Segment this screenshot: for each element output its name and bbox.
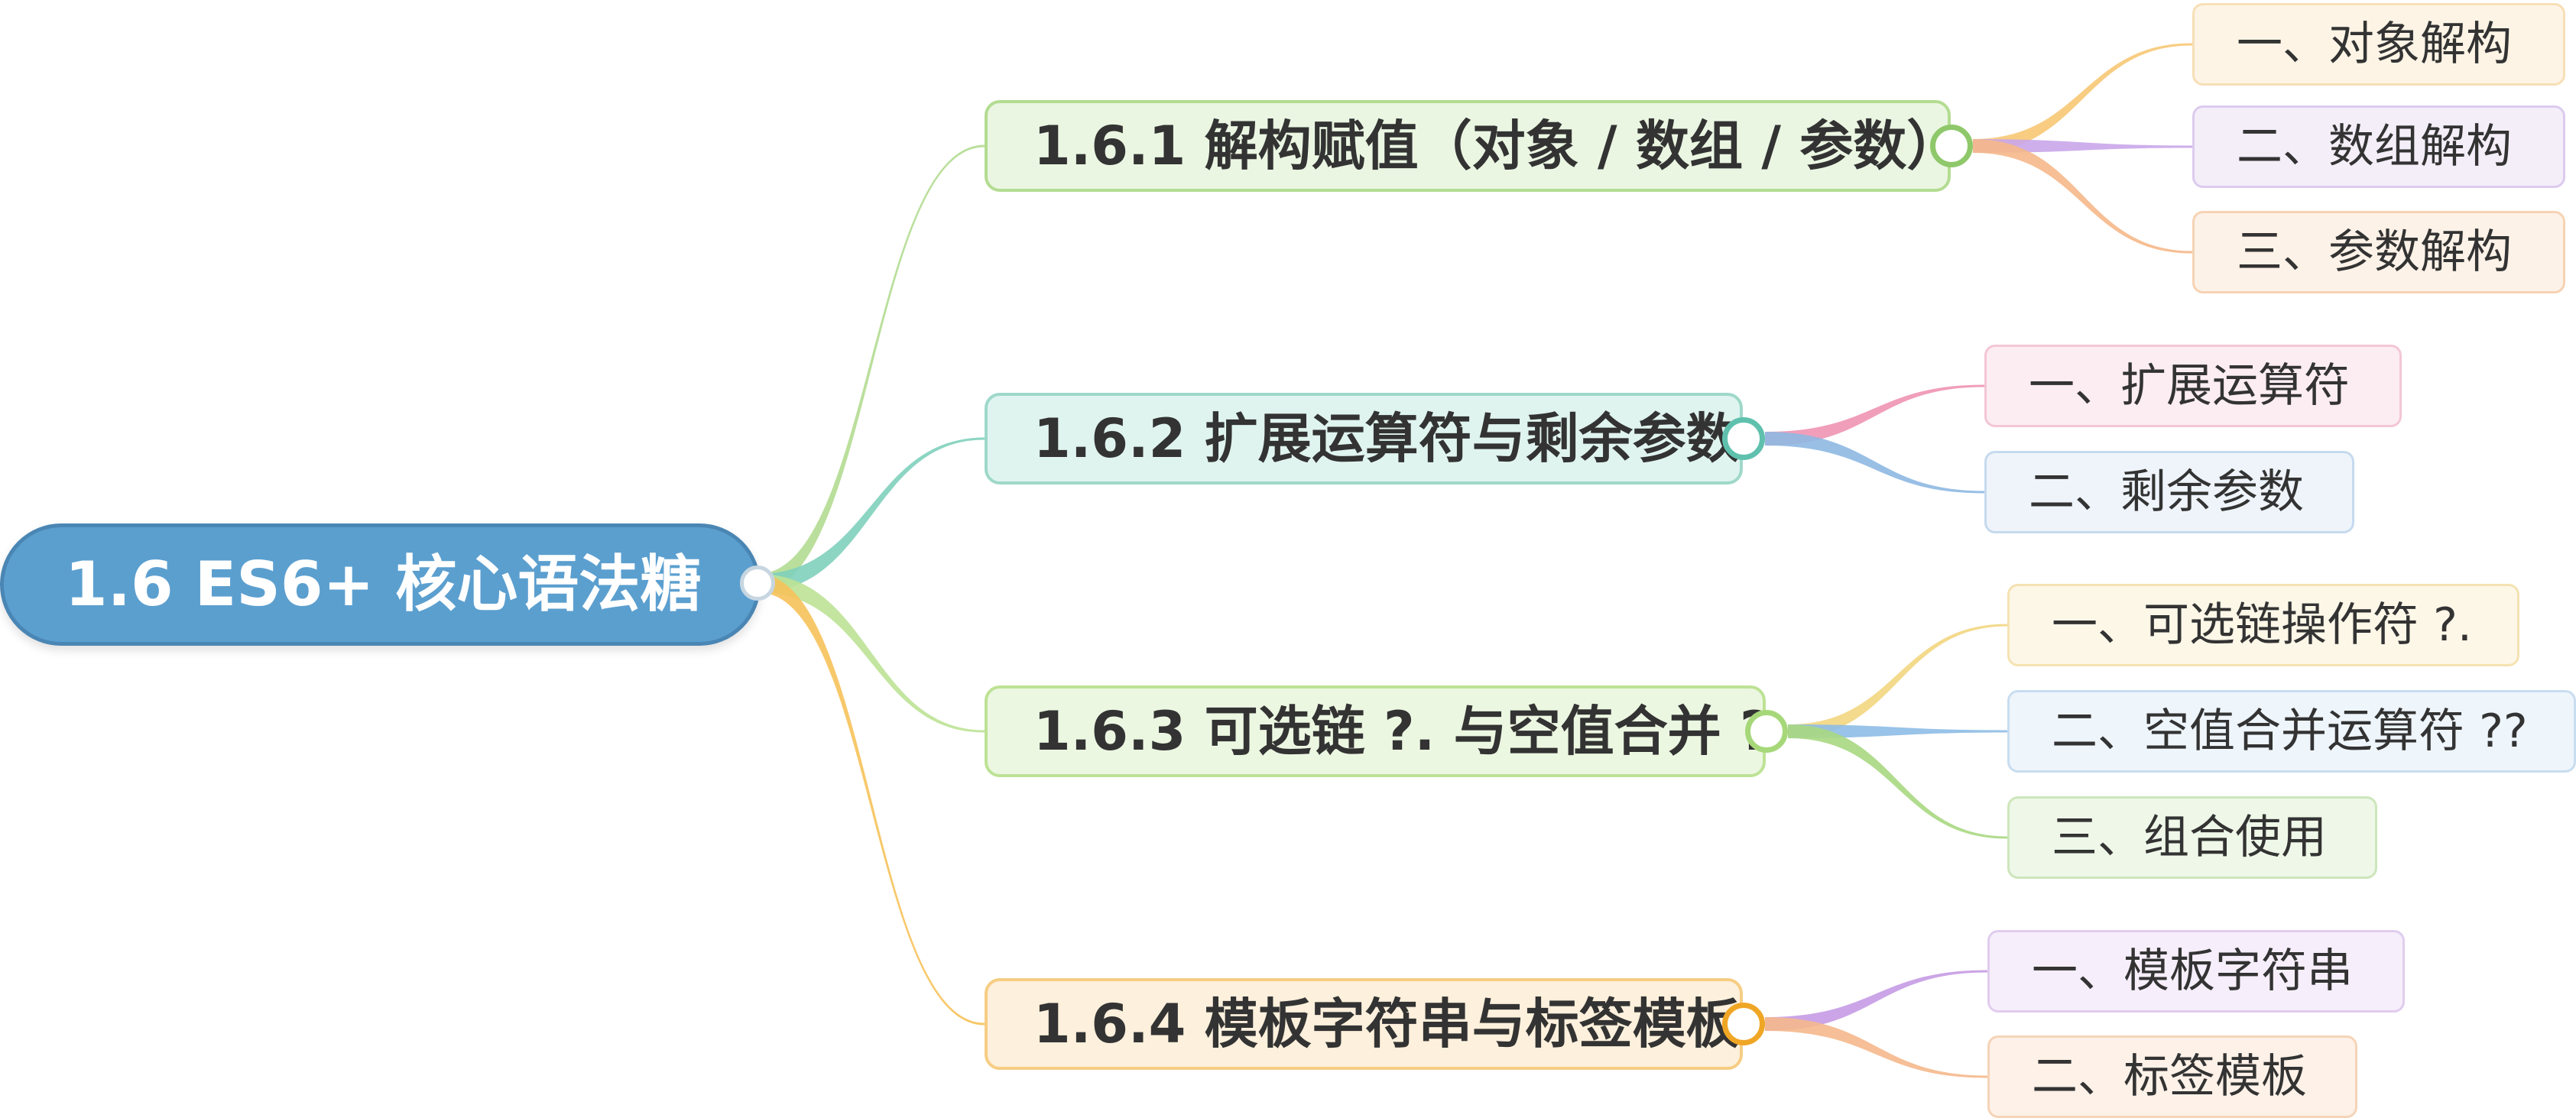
leaf-topic[interactable]: 二、剩余参数 <box>1984 451 2354 533</box>
root-collapse-handle[interactable] <box>740 565 775 601</box>
branch-connector <box>758 574 985 733</box>
leaf-topic[interactable]: 一、扩展运算符 <box>1984 345 2402 427</box>
branch-topic-destructuring[interactable]: 1.6.1 解构赋值（对象 / 数组 / 参数） <box>985 100 1951 192</box>
branch-connector <box>758 144 985 592</box>
branch-topic-spread-rest[interactable]: 1.6.2 扩展运算符与剩余参数 <box>985 393 1743 484</box>
leaf-connector <box>1788 624 2007 738</box>
leaf-topic[interactable]: 一、模板字符串 <box>1987 930 2405 1013</box>
leaf-connector <box>1788 724 2007 738</box>
root-topic[interactable]: 1.6 ES6+ 核心语法糖 <box>0 523 761 646</box>
branch-collapse-handle[interactable] <box>1722 1003 1765 1045</box>
branch-collapse-handle[interactable] <box>1722 417 1765 460</box>
branch-collapse-handle[interactable] <box>1745 710 1788 753</box>
leaf-topic[interactable]: 三、组合使用 <box>2007 796 2377 879</box>
branch-collapse-handle[interactable] <box>1930 125 1973 167</box>
leaf-connector <box>1973 139 2192 254</box>
leaf-connector <box>1788 724 2007 839</box>
branch-connector <box>758 437 985 592</box>
leaf-topic[interactable]: 二、空值合并运算符 ?? <box>2007 690 2576 773</box>
leaf-connector <box>1973 139 2192 153</box>
leaf-topic[interactable]: 一、可选链操作符 ?. <box>2007 584 2519 666</box>
branch-topic-template-literals[interactable]: 1.6.4 模板字符串与标签模板 <box>985 978 1743 1070</box>
leaf-connector <box>1973 43 2192 153</box>
leaf-topic[interactable]: 二、标签模板 <box>1987 1035 2357 1118</box>
leaf-topic[interactable]: 二、数组解构 <box>2192 105 2565 188</box>
leaf-connector <box>1765 1017 1987 1078</box>
branch-connector <box>758 574 985 1026</box>
leaf-connector <box>1765 432 1984 494</box>
leaf-connector <box>1765 384 1984 446</box>
leaf-topic[interactable]: 三、参数解构 <box>2192 211 2565 293</box>
leaf-connector <box>1765 970 1987 1031</box>
branch-topic-optional-chaining[interactable]: 1.6.3 可选链 ?. 与空值合并 ? <box>985 685 1766 777</box>
leaf-topic[interactable]: 一、对象解构 <box>2192 3 2565 86</box>
